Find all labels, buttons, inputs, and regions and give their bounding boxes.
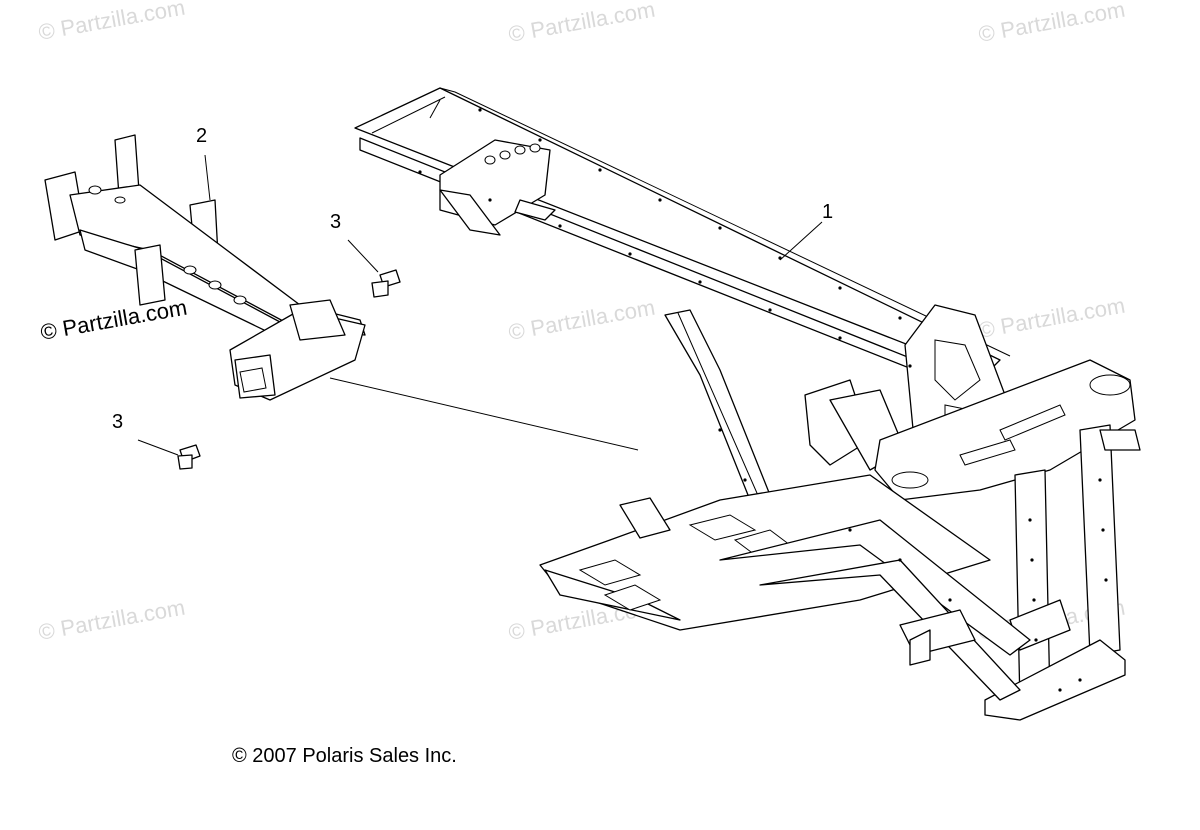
leader-bracket <box>204 154 211 201</box>
watermark-bottom-left: © Partzilla.com <box>37 595 187 645</box>
watermark-featured: © Partzilla.com <box>39 295 189 345</box>
leader-bolt-lower <box>137 439 179 456</box>
callout-bracket: 2 <box>196 125 207 147</box>
copyright-notice: © 2007 Polaris Sales Inc. <box>232 745 457 767</box>
callout-bolt-upper: 3 <box>330 211 341 233</box>
front-subframe <box>44 134 366 401</box>
watermark-mid-right: © Partzilla.com <box>977 293 1127 343</box>
bolt-lower <box>177 444 201 470</box>
leader-lines <box>137 154 823 456</box>
frame-rail-holes <box>418 108 1108 692</box>
callout-labels: 1 2 3 3 <box>112 125 833 433</box>
subframe-holes <box>88 185 247 305</box>
watermark-top-left: © Partzilla.com <box>37 0 187 45</box>
watermark-top-right: © Partzilla.com <box>977 0 1127 47</box>
watermark-mid-center: © Partzilla.com <box>507 295 657 345</box>
watermark-top-center: © Partzilla.com <box>507 0 657 47</box>
upper-bracket-holes <box>484 143 541 165</box>
bolt-upper <box>371 269 401 298</box>
leader-subframe-to-frame <box>329 377 639 451</box>
main-frame <box>354 87 1141 721</box>
leader-frame <box>779 221 823 261</box>
callout-frame: 1 <box>822 201 833 223</box>
leader-bolt-upper <box>347 239 379 273</box>
callout-bolt-lower: 3 <box>112 411 123 433</box>
